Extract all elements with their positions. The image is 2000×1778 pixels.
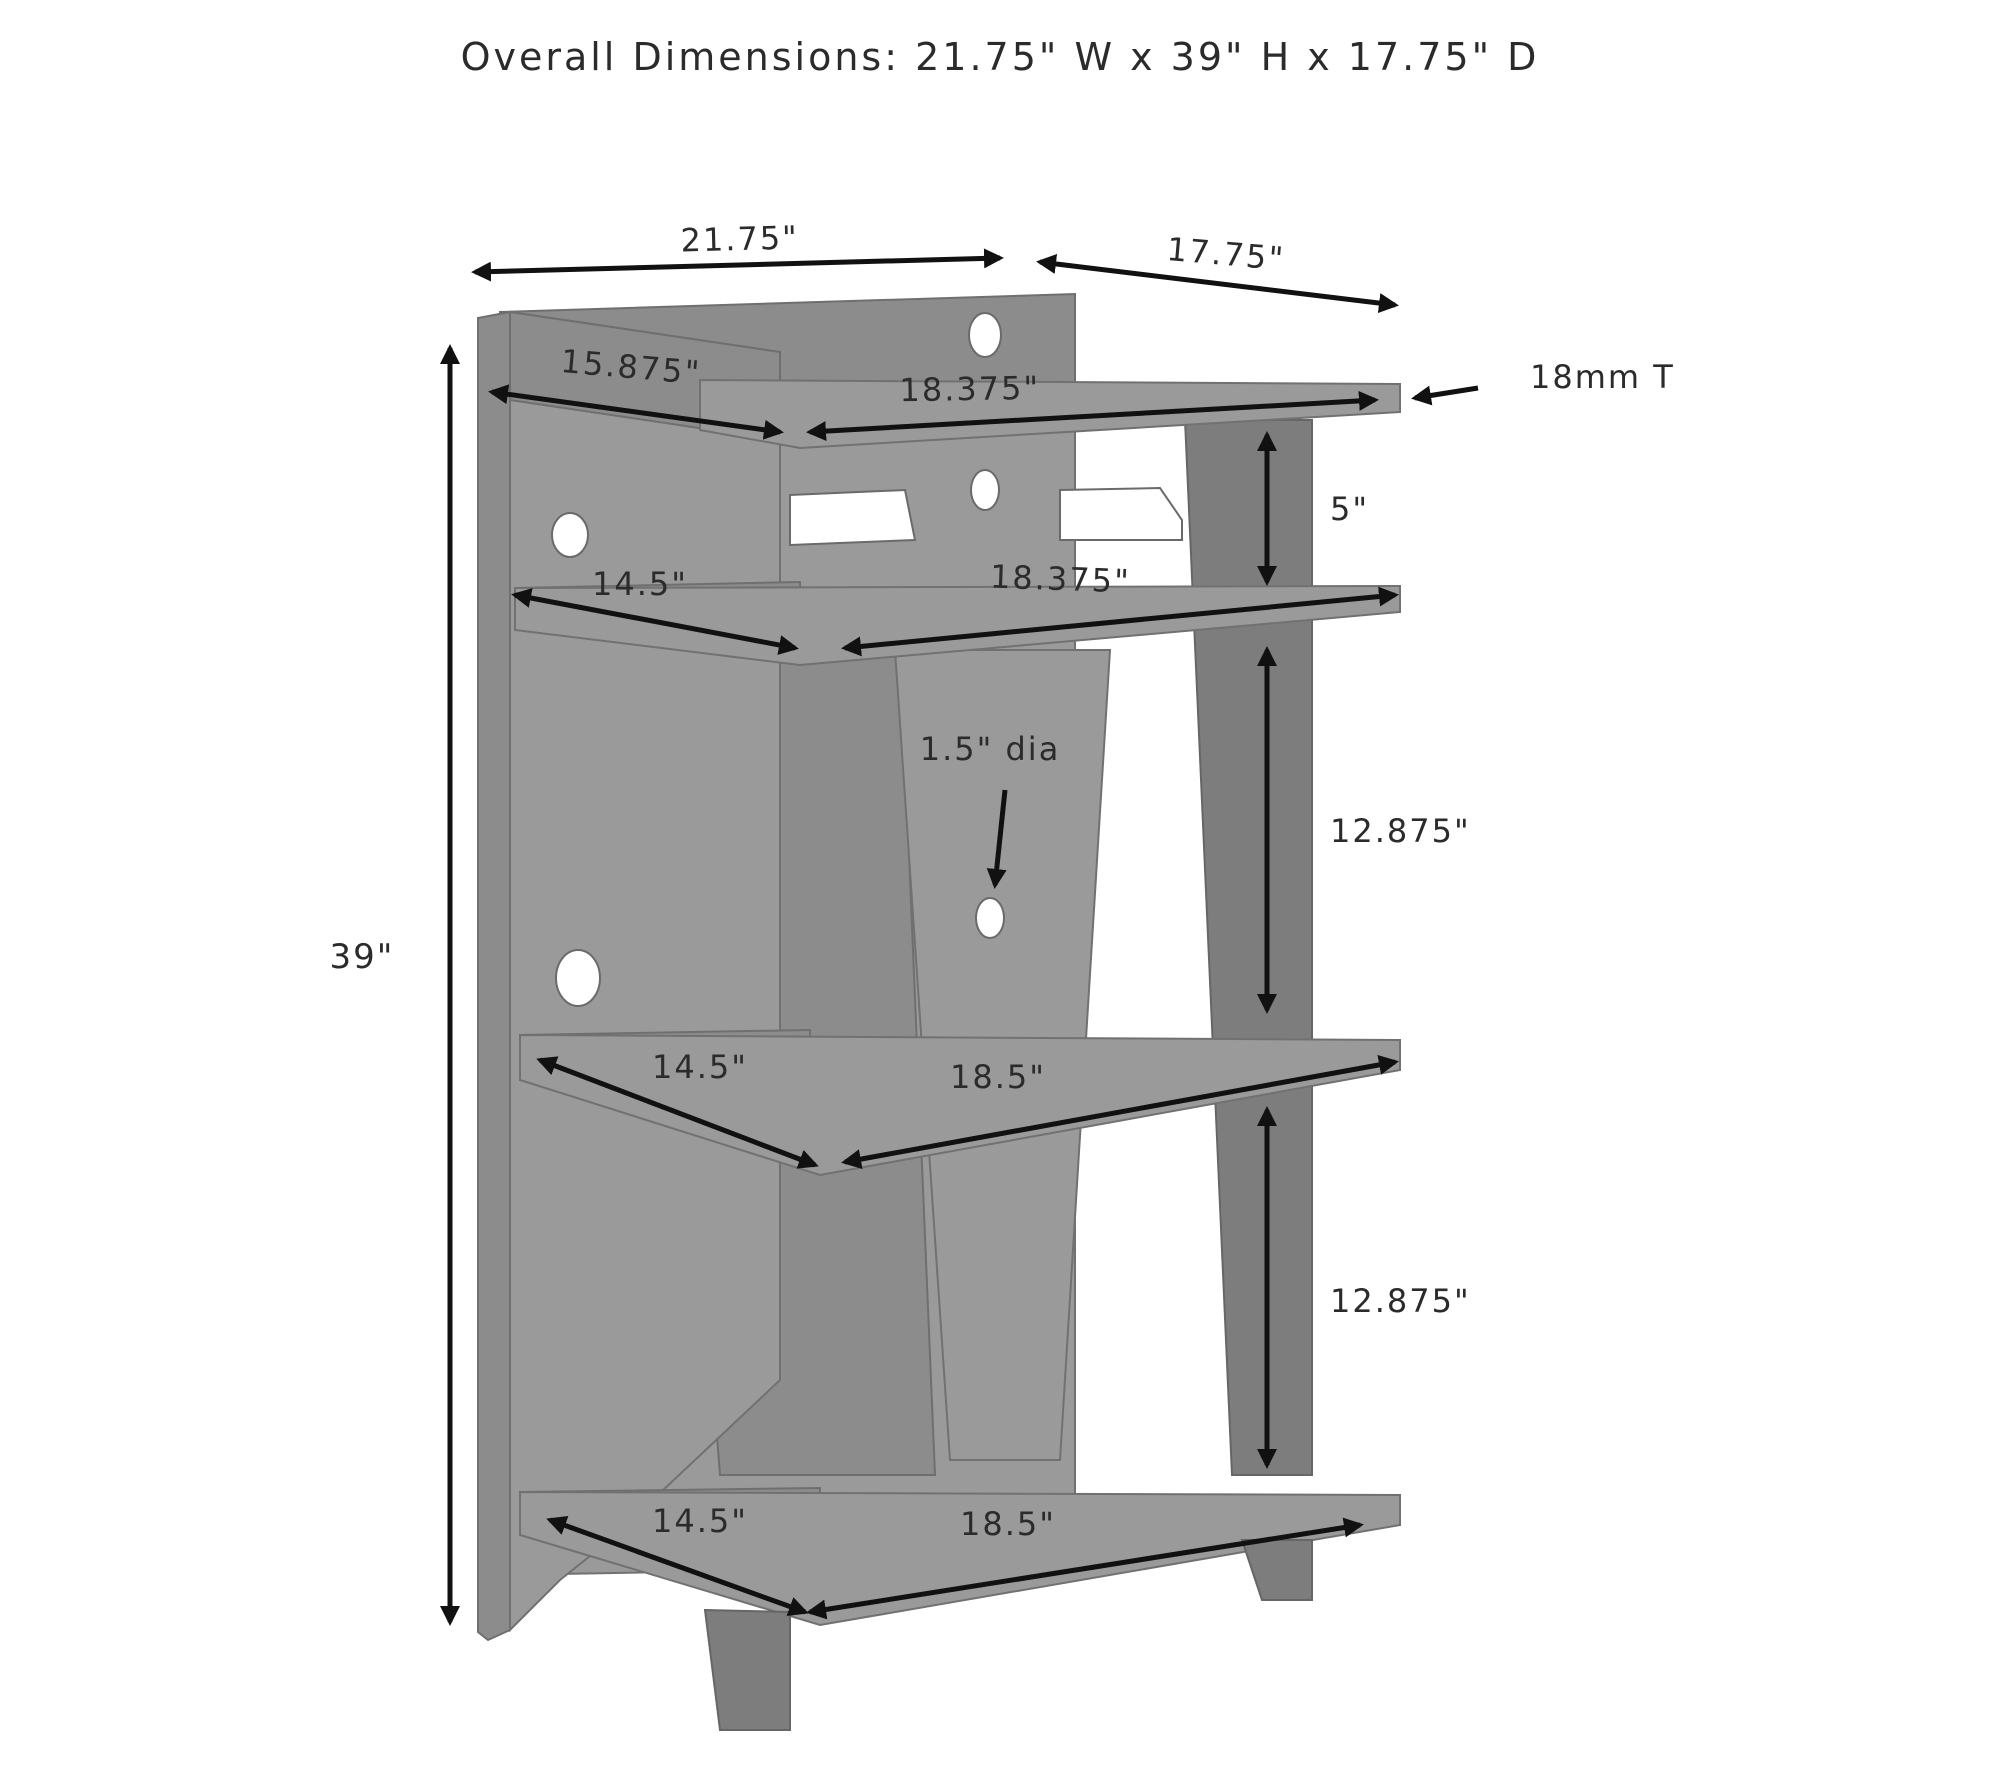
label-hole-diameter: 1.5" dia [920,730,1061,768]
label-second-shelf-depth: 14.5" [592,565,688,603]
label-second-shelf-width: 18.375" [989,558,1131,601]
dimension-lines [440,248,1479,1626]
third-shelf-width-arrow [841,1055,1399,1169]
label-top-gap: 5" [1330,490,1369,528]
hole-pointer-arrow [986,789,1008,889]
label-top-shelf-width: 18.375" [899,369,1040,409]
shelf-unit-illustration [477,292,1401,1731]
side-hole-lower [555,949,601,1007]
cable-hole-center [975,897,1005,939]
third-shelf-depth-arrow [536,1056,819,1169]
bottom-shelf-depth-arrow [546,1516,809,1616]
cable-hole-upper [970,469,1000,511]
width-arrow [471,248,1004,282]
side-hole-upper [551,512,589,558]
label-bottom-gap: 12.875" [1330,1282,1471,1320]
cable-hole-top [968,312,1002,358]
upper-opening [789,488,917,547]
depth-arrow [1036,253,1399,314]
label-third-shelf-depth: 14.5" [652,1048,748,1086]
upper-opening-right [1059,486,1183,541]
label-middle-gap: 12.875" [1330,812,1471,850]
front-foot-right [1240,1539,1313,1601]
front-foot-left [703,1608,791,1731]
dimension-labels: 21.75" 17.75" 39" 15.875" 18.375" 18mm T… [330,218,1675,1543]
page-title: Overall Dimensions: 21.75" W x 39" H x 1… [461,35,1540,79]
second-shelf-depth-arrow [511,588,799,655]
top-shelf-width-arrow [806,390,1379,442]
label-third-shelf-width: 18.5" [950,1058,1046,1096]
label-overall-width: 21.75" [680,218,799,259]
label-overall-height: 39" [330,937,395,977]
thickness-arrow [1411,385,1479,406]
right-leg [1183,419,1313,1476]
label-bottom-shelf-width: 18.5" [960,1505,1056,1543]
label-bottom-shelf-depth: 14.5" [652,1502,748,1540]
label-overall-depth: 17.75" [1165,230,1286,278]
left-side-panel [477,310,511,1642]
second-shelf-width-arrow [841,586,1399,657]
top-side-depth-arrow [488,384,784,440]
bottom-shelf-width-arrow [806,1517,1364,1620]
label-thickness: 18mm T [1530,358,1675,396]
